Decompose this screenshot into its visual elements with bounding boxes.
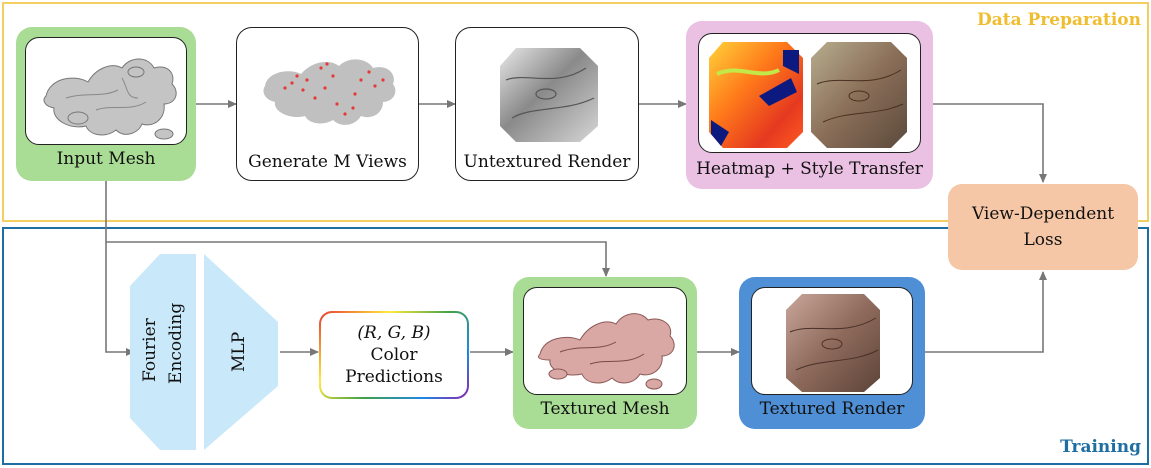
input-mesh-card: Input Mesh (16, 27, 196, 181)
view-dependent-loss-box: View-Dependent Loss (948, 184, 1138, 270)
untextured-render-image (500, 48, 598, 142)
textured-render-photo (786, 294, 880, 392)
heatmap-style-pair (709, 42, 907, 148)
untextured-render-label: Untextured Render (463, 152, 631, 172)
encoding-label: Encoding (166, 302, 186, 384)
generate-views-label: Generate M Views (248, 152, 407, 172)
textured-render-image (751, 287, 913, 395)
mlp-shape (204, 254, 278, 450)
gray-mesh-icon (43, 58, 177, 140)
pink-mesh-icon (537, 313, 675, 390)
textured-mesh-card: Textured Mesh (513, 277, 697, 429)
fourier-encoding-label: Fourier (140, 318, 160, 382)
views-silhouette-icon (263, 59, 396, 125)
textured-mesh-label: Textured Mesh (540, 399, 670, 419)
color-predictions-box: (R, G, B) Color Predictions (319, 311, 469, 399)
textured-render-label: Textured Render (759, 399, 905, 419)
rgb-label: (R, G, B) (357, 323, 431, 343)
fourier-line-2: Encoding (166, 302, 186, 384)
data-preparation-region: Data Preparation (2, 2, 1149, 222)
loss-line-2: Loss (1023, 230, 1063, 250)
arrow-mesh-to-textured-mesh (106, 241, 610, 277)
input-mesh-image (25, 37, 187, 145)
training-region: Training (2, 227, 1149, 465)
mlp-label: MLP (229, 331, 249, 372)
loss-line-1: View-Dependent (971, 204, 1115, 224)
fourier-line-1: Fourier (140, 318, 160, 382)
heatmap-style-label: Heatmap + Style Transfer (696, 159, 923, 179)
arrow-heatmap-to-loss (933, 103, 1047, 183)
arrow-mesh-to-fourier (105, 181, 135, 356)
input-mesh-label: Input Mesh (56, 149, 156, 169)
arrow-render-to-loss (925, 271, 1047, 353)
color-line-1: Color (370, 345, 418, 365)
color-line-2: Predictions (345, 367, 443, 387)
generate-views-card: Generate M Views (236, 27, 419, 181)
textured-render-card: Textured Render (739, 277, 925, 429)
heatmap-style-card: Heatmap + Style Transfer (686, 21, 933, 189)
textured-mesh-image (523, 287, 687, 395)
data-preparation-title: Data Preparation (977, 10, 1141, 30)
untextured-render-card: Untextured Render (455, 27, 639, 181)
heatmap-style-images (698, 33, 921, 153)
training-title: Training (1060, 437, 1141, 457)
fourier-encoding-shape (130, 254, 196, 450)
